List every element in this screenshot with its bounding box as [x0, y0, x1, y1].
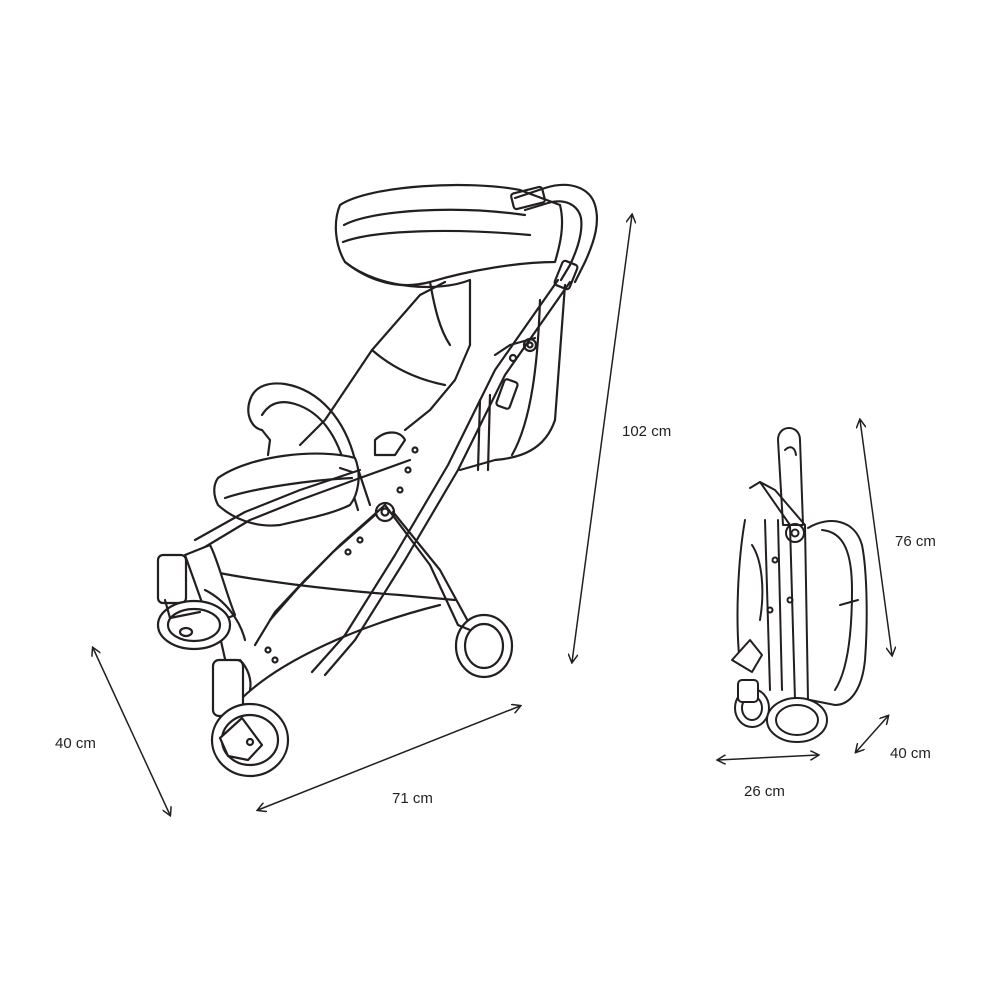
- rear-wheel: [454, 613, 514, 679]
- seat-cushion: [213, 431, 407, 527]
- folded-handle: [777, 427, 804, 526]
- bumper-bar: [247, 382, 372, 512]
- folded-canopy: [807, 520, 868, 706]
- folded-frame: [749, 481, 809, 701]
- folded-width-label: 26 cm: [744, 783, 785, 800]
- front-wheel-right: [210, 658, 290, 778]
- folded-wheels: [734, 679, 828, 743]
- dimension-arrows: [93, 215, 892, 815]
- folded-stroller-drawing: [731, 427, 868, 743]
- unfolded-stroller-drawing: [156, 183, 599, 778]
- unfolded-length-arrow: [258, 706, 520, 810]
- folded-height-arrow: [860, 420, 892, 655]
- folded-depth-arrow: [856, 716, 888, 752]
- canopy-hood: [334, 183, 564, 347]
- unfolded-width-label: 40 cm: [55, 735, 96, 752]
- rear-frame: [310, 278, 572, 677]
- unfolded-width-arrow: [93, 648, 170, 815]
- folded-seat: [731, 519, 764, 673]
- folded-height-label: 76 cm: [895, 533, 936, 550]
- unfolded-height-label: 102 cm: [622, 423, 672, 440]
- folded-depth-label: 40 cm: [890, 745, 931, 762]
- front-wheel-left: [156, 553, 247, 651]
- unfolded-height-arrow: [572, 215, 632, 662]
- unfolded-length-label: 71 cm: [392, 790, 433, 807]
- footrest: [183, 543, 237, 627]
- seat-back: [298, 280, 492, 472]
- folded-width-arrow: [718, 755, 818, 760]
- front-frame: [193, 446, 472, 664]
